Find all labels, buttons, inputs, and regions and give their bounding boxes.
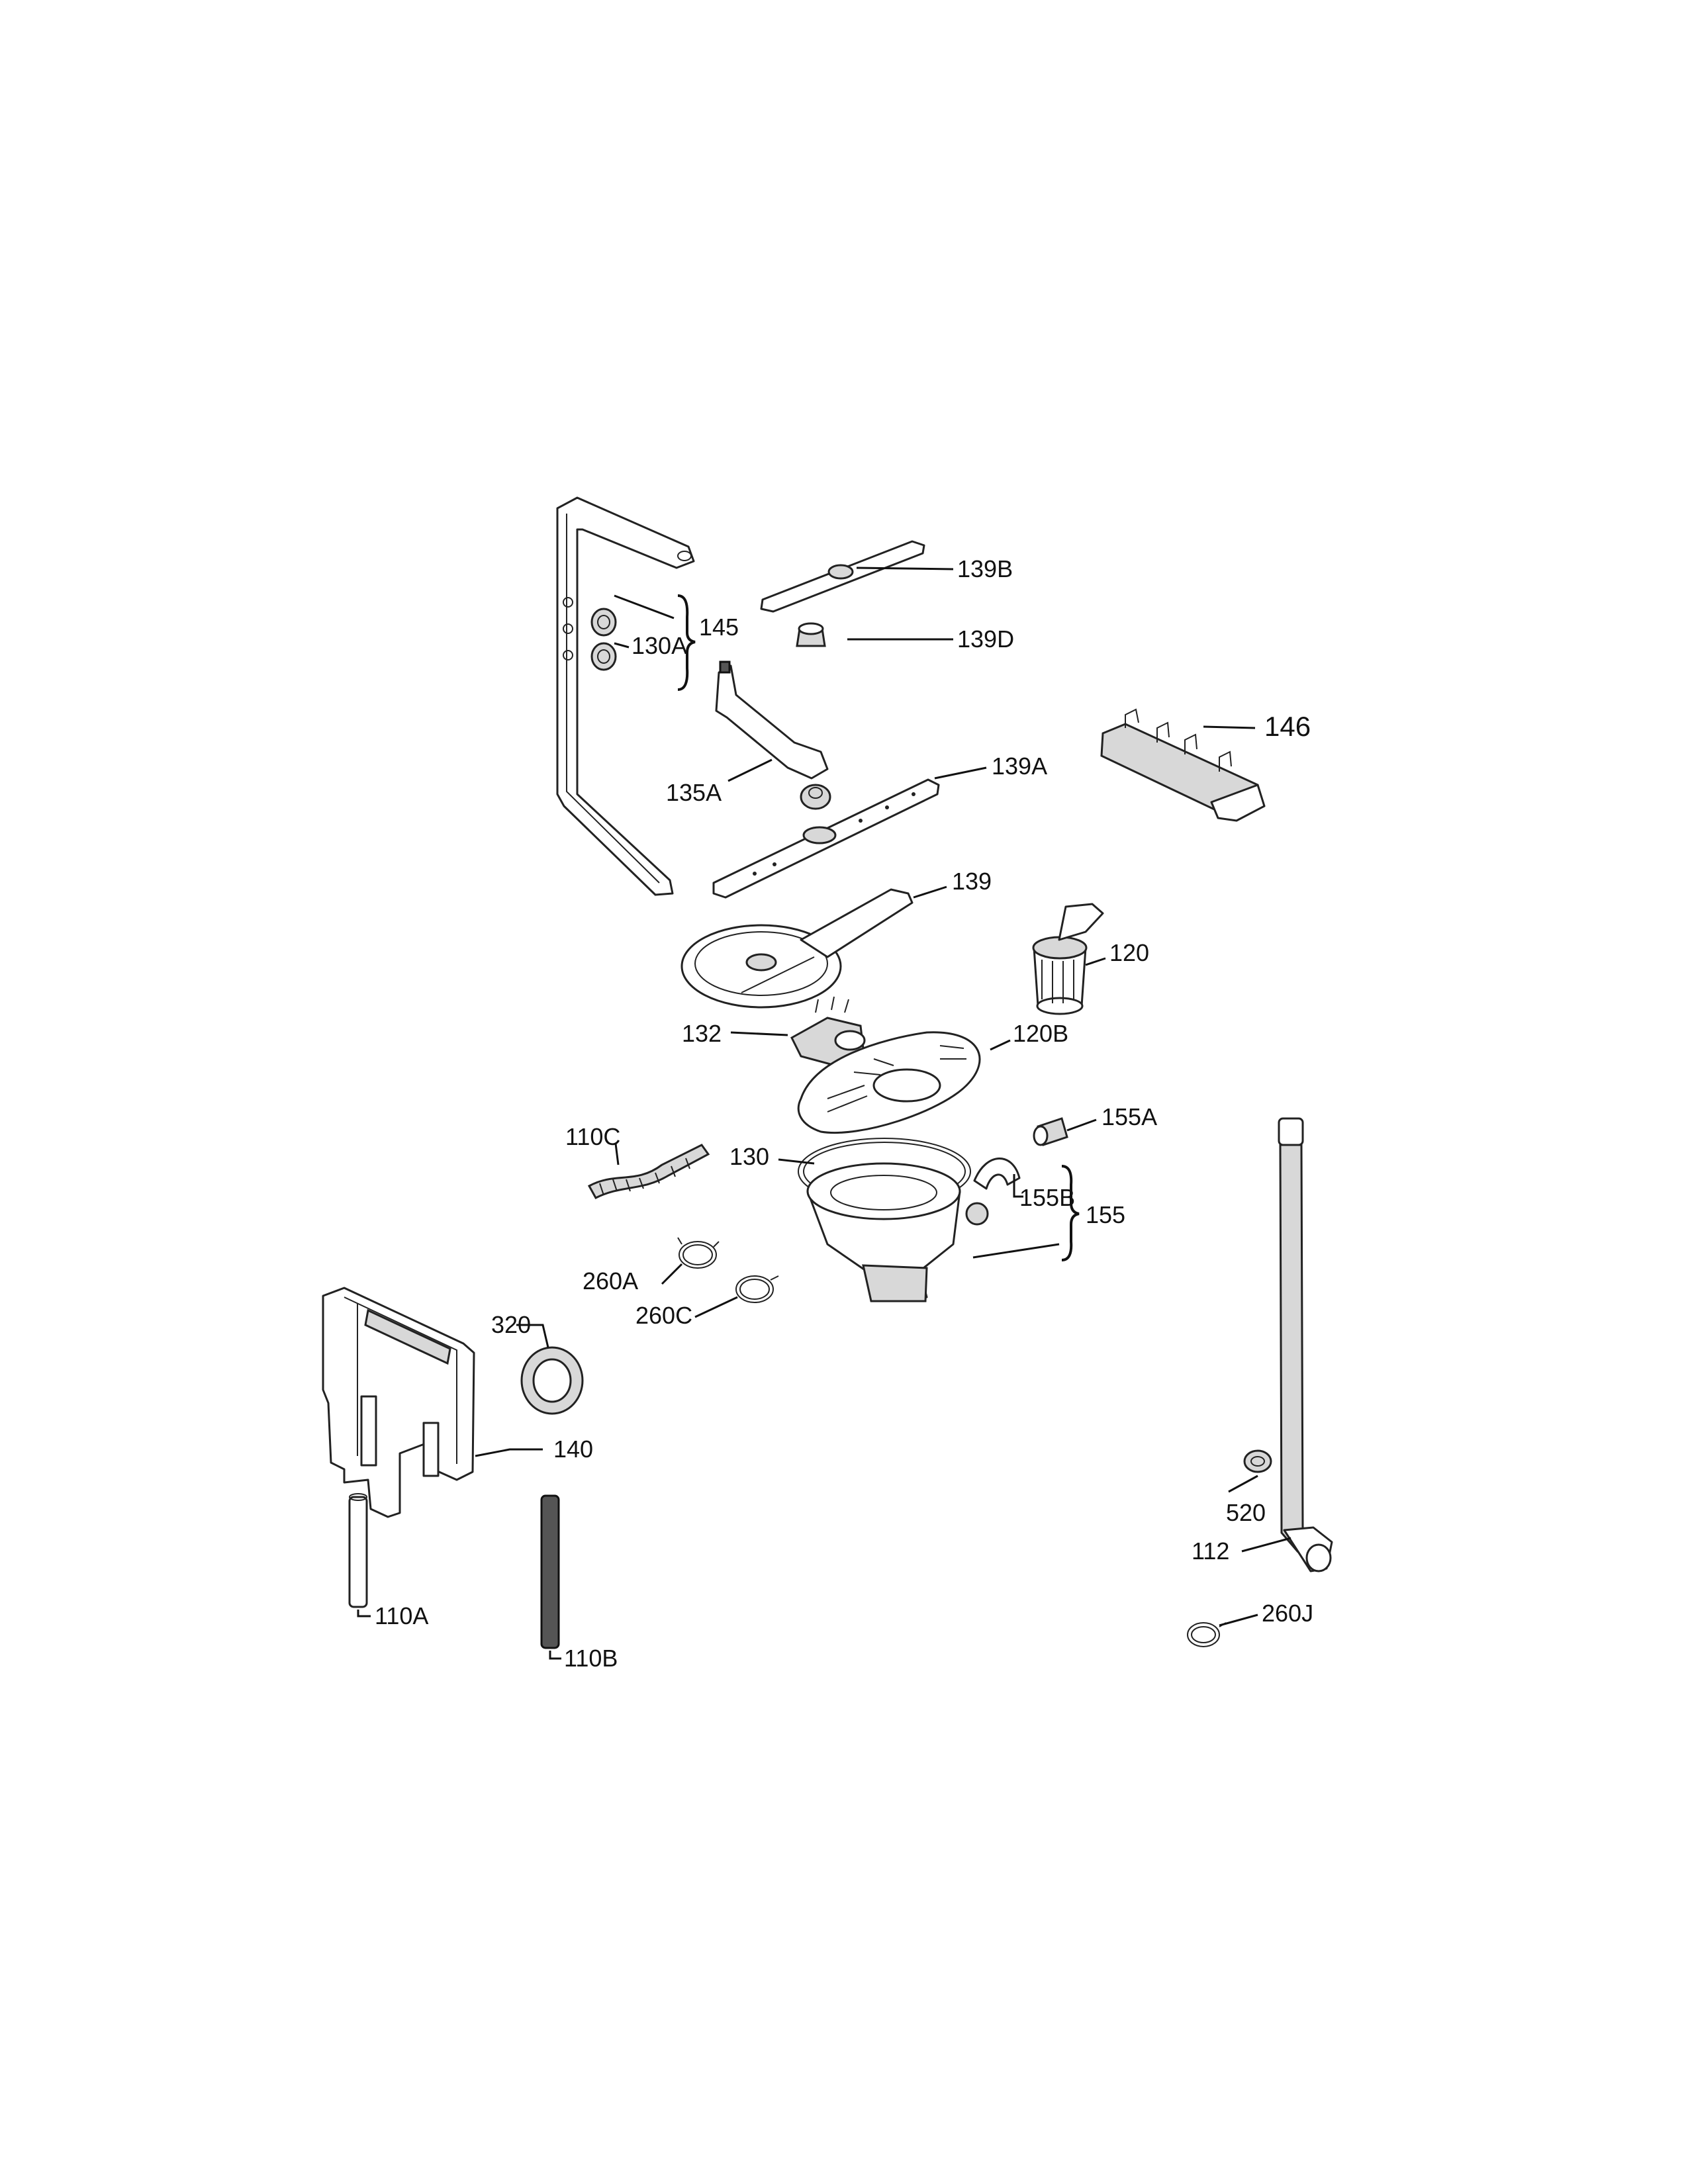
grommet-130a	[590, 608, 617, 671]
label-320: 320	[491, 1311, 531, 1338]
label-155b: 155B	[1019, 1184, 1075, 1211]
label-139b: 139B	[957, 555, 1013, 582]
filter-plate-120b	[797, 1031, 981, 1134]
brace-145	[677, 594, 696, 691]
label-135a: 135A	[666, 779, 722, 806]
label-260a: 260A	[583, 1267, 638, 1295]
clamp-260j	[1187, 1622, 1227, 1647]
label-140: 140	[553, 1435, 593, 1463]
label-110b: 110B	[564, 1645, 618, 1672]
clamp-260c	[735, 1275, 779, 1303]
label-112: 112	[1192, 1537, 1229, 1565]
housing-140	[322, 1287, 475, 1518]
label-260c: 260C	[635, 1302, 692, 1329]
label-132: 132	[682, 1020, 722, 1047]
gasket-320	[520, 1346, 584, 1415]
hose-110c	[587, 1144, 710, 1199]
label-120b: 120B	[1013, 1020, 1068, 1047]
label-110a: 110A	[375, 1602, 428, 1629]
sump-assembly-155	[806, 1162, 989, 1302]
label-139a: 139A	[992, 752, 1047, 780]
check-valve-155b	[973, 1158, 1021, 1190]
nut-139d	[796, 622, 826, 647]
label-139d: 139D	[957, 625, 1014, 653]
leader-lines	[357, 567, 1291, 1660]
lower-spray-arm-139	[680, 888, 914, 1009]
tube-110a	[348, 1493, 368, 1608]
label-155a: 155A	[1102, 1103, 1157, 1130]
conduit-135a	[715, 660, 831, 810]
label-139: 139	[952, 868, 992, 895]
upper-spray-arm-139b	[760, 540, 925, 613]
label-130: 130	[729, 1143, 769, 1170]
tube-110b	[540, 1494, 560, 1649]
middle-spray-arm-139a	[712, 778, 940, 899]
connector-155a	[1033, 1117, 1068, 1146]
clip-520	[1243, 1449, 1272, 1473]
tube-assembly-146	[1100, 708, 1266, 822]
label-145: 145	[699, 614, 739, 641]
label-520: 520	[1226, 1499, 1266, 1526]
label-146: 146	[1264, 711, 1311, 742]
supply-tube-145	[556, 496, 695, 896]
brace-155	[1061, 1165, 1080, 1261]
part-labels: 139B 139D 130A 145 146 135A 139A 139 120…	[375, 555, 1313, 1672]
label-155: 155	[1086, 1201, 1125, 1228]
label-120: 120	[1109, 939, 1149, 966]
filter-120	[1032, 903, 1104, 1015]
drain-hose-112	[1278, 1117, 1333, 1572]
label-130a: 130A	[632, 632, 687, 659]
label-260j: 260J	[1262, 1600, 1313, 1627]
label-110c: 110C	[565, 1123, 620, 1150]
clamp-260a	[677, 1237, 720, 1269]
